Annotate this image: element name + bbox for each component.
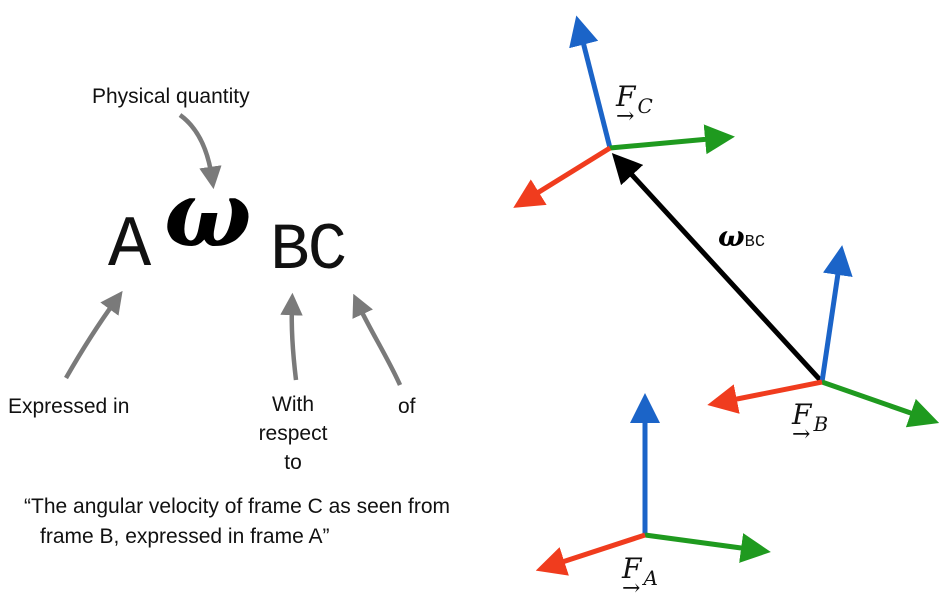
label-with-respect-to: With respect to	[248, 390, 338, 477]
omega-bc-label: ωBC	[718, 220, 765, 253]
label-with-respect-to-line3: to	[284, 451, 302, 474]
frame-b-arrow-icon: →	[792, 422, 811, 447]
frame-a-arrow-icon: →	[622, 576, 641, 601]
label-physical-quantity: Physical quantity	[92, 85, 250, 108]
frame-c-axes	[513, 15, 735, 208]
frame-a-subscript: A	[643, 566, 658, 590]
notation-omega-symbol: ω	[164, 160, 252, 268]
caption-line-1: “The angular velocity of frame C as seen…	[24, 495, 451, 518]
label-expressed-in: Expressed in	[8, 395, 130, 418]
frame-c-y-axis	[609, 124, 735, 155]
frame-b-axes	[707, 245, 940, 428]
frame-a-axes	[535, 393, 771, 576]
omega-bc-vector	[611, 152, 824, 384]
frame-c-symbol: F	[616, 80, 636, 113]
label-with-respect-to-line2: respect	[258, 422, 328, 445]
omega-bc-label-symbol: ω	[718, 220, 745, 253]
label-with-respect-to-line1: With	[272, 393, 314, 416]
annotation-arrow-physical-quantity	[178, 113, 222, 190]
frame-b-x-axis	[707, 379, 823, 414]
caption-line-2: frame B, expressed in frame A”	[40, 525, 330, 548]
frame-b-z-axis	[819, 245, 853, 383]
frame-b-y-axis	[821, 379, 940, 428]
annotation-arrow-expressed-in	[64, 290, 123, 380]
omega-bc-label-subscript: BC	[744, 233, 766, 252]
caption: “The angular velocity of frame C as seen…	[24, 492, 450, 552]
frame-b-subscript: B	[813, 412, 829, 436]
frame-a-symbol: F	[622, 552, 642, 585]
notation-subscript: BC	[270, 213, 347, 288]
annotation-arrow-with-respect-to	[280, 292, 303, 381]
frame-c-x-axis	[513, 145, 612, 208]
frame-a-y-axis	[644, 532, 771, 563]
annotation-arrow-of	[352, 293, 403, 386]
frame-a-x-axis	[535, 532, 646, 576]
label-of: of	[398, 395, 416, 418]
frame-c-arrow-icon: →	[616, 104, 635, 129]
frame-c-z-axis	[569, 15, 613, 149]
notation-prefix: A	[108, 205, 152, 287]
frame-b-symbol: F	[792, 398, 812, 431]
frame-c-subscript: C	[637, 94, 653, 118]
